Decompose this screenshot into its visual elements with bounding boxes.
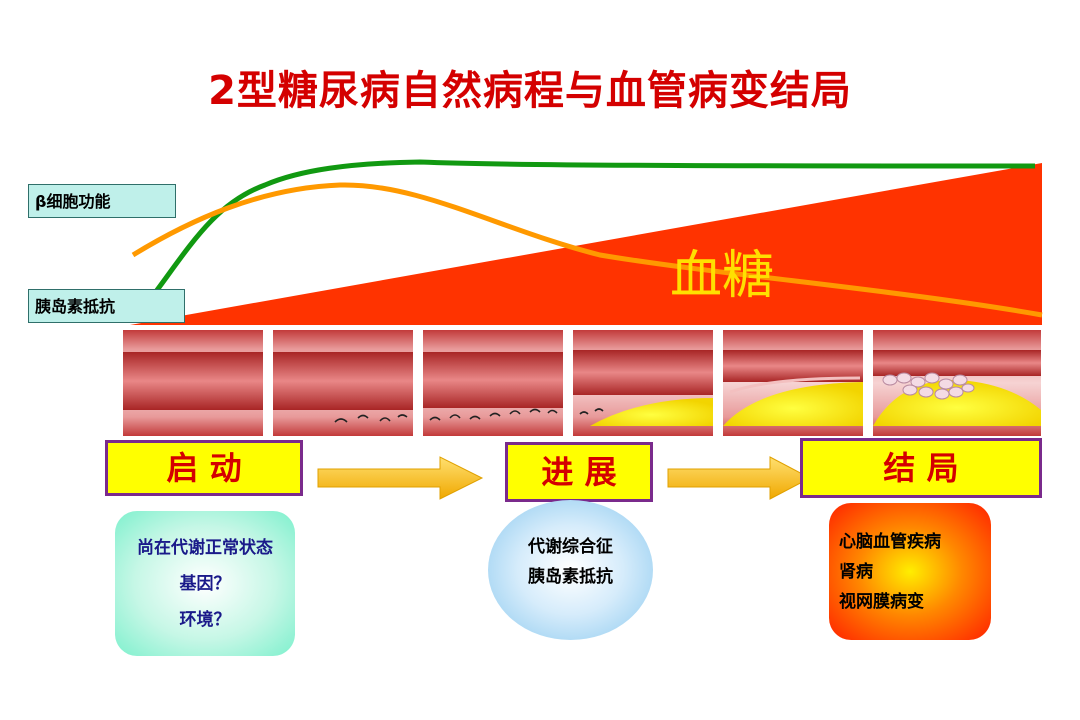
stage-start-box: 启 动: [105, 440, 303, 496]
flow-arrow-2: [667, 456, 812, 500]
insulin-resistance-label: 胰岛素抵抗: [28, 289, 185, 323]
beta-cell-function-curve: [140, 159, 1036, 312]
stage-outcome-box: 结 局: [800, 438, 1042, 498]
start-bubble: 尚在代谢正常状态 基因？ 环境？: [115, 511, 295, 656]
vessel-panel: [123, 330, 263, 436]
vessel-panel: [873, 330, 1041, 436]
outcome-bubble-line: 视网膜病变: [839, 591, 924, 612]
progress-bubble-line: 胰岛素抵抗: [528, 567, 613, 587]
outcome-bubble-line: 心脑血管疾病: [839, 531, 941, 552]
blood-sugar-label: 血糖: [670, 246, 774, 306]
vessel-panel: [723, 330, 863, 436]
progress-bubble-line: 代谢综合征: [528, 537, 613, 557]
diagram-title: 2型糖尿病自然病程与血管病变结局: [208, 68, 852, 114]
progress-bubble: 代谢综合征 胰岛素抵抗: [488, 500, 653, 640]
vessel-panel: [423, 330, 563, 436]
start-bubble-line: 尚在代谢正常状态: [137, 537, 273, 558]
blood-sugar-wedge: [130, 163, 1042, 325]
flow-arrow-1: [317, 456, 484, 500]
vessel-strip: [123, 330, 1041, 436]
outcome-bubble: 心脑血管疾病 肾病 视网膜病变: [829, 503, 991, 640]
insulin-resistance-curve: [131, 182, 1043, 318]
start-bubble-line: 环境？: [179, 609, 231, 630]
beta-cell-function-label: β细胞功能: [28, 184, 176, 218]
start-bubble-line: 基因？: [179, 573, 231, 594]
outcome-bubble-line: 肾病: [839, 561, 873, 582]
stage-progress-box: 进 展: [505, 442, 653, 502]
vessel-panel: [273, 330, 413, 436]
vessel-panel: [573, 330, 713, 436]
